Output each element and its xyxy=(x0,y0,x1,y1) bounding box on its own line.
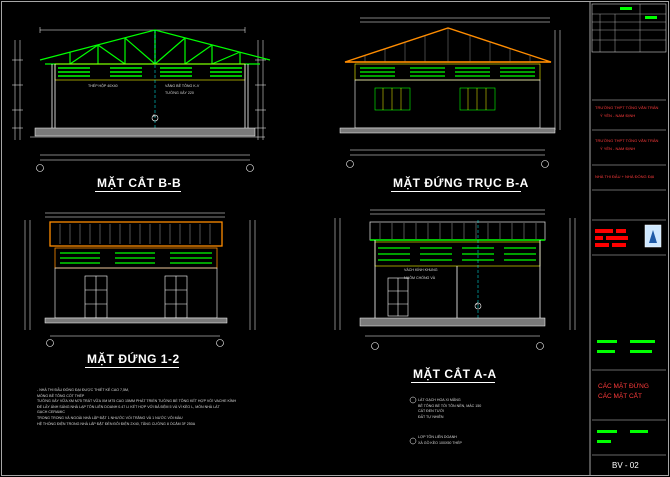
drawing-name-2: CÁC MẶT CẮT xyxy=(598,393,642,400)
general-notes: - NHÀ THI ĐẤU ĐÓNG ĐẠI ĐƯỢC THIẾT KẾ CAO… xyxy=(37,388,236,427)
legend-item: LỢP TÔN LIÊN DOANH xyxy=(418,435,457,440)
legend-item: LÀT GẠCH HOA XI MĂNG xyxy=(418,398,461,402)
legend-item: BÊ TÔNG BỂ TỚI TÔN NỀN, MÁC 150 xyxy=(418,403,482,408)
title-block xyxy=(591,3,667,456)
legend: LÀT GẠCH HOA XI MĂNG BÊ TÔNG BỂ TỚI TÔN … xyxy=(418,398,481,447)
note-line: GẠCH CERAMIC xyxy=(37,410,65,415)
legend-item: ĐẤT TỰ NHIÊN xyxy=(418,414,444,419)
elevation-ba-title: MẶT ĐỨNG TRỤC B-A xyxy=(393,176,529,190)
note-line: HỆ THỐNG ĐIỆN TRONG NHÀ LẮP ĐẶT ĐÈN ĐÔI … xyxy=(37,421,196,426)
wall-aa-label: NHÔM CHỐNG VÀ xyxy=(404,276,436,280)
elevation-12-underline xyxy=(85,367,179,368)
note-line: ĐỂ LẤY ÁNH SÁNG NHÀ LẠP TÔN LIÊN DOANH 0… xyxy=(37,404,220,409)
note-line: TƯỜNG XÂY VỮA XM M75 TRÁT VỮA XM M75 CAO… xyxy=(37,399,237,404)
section-aa-drawing xyxy=(334,209,576,350)
note-line: TRONG TRONG VÀ NGOÀI NHÀ LẶP ĐẶT 1 NHƯỚC… xyxy=(37,415,183,420)
section-bb-drawing xyxy=(12,27,271,172)
elevation-ba-underline xyxy=(391,191,521,192)
section-aa-title: MẶT CẮT A-A xyxy=(413,367,497,381)
axis-b-marker: B xyxy=(153,113,156,118)
note-line: - NHÀ THI ĐẤU ĐÓNG ĐẠI ĐƯỢC THIẾT KẾ CAO… xyxy=(37,388,130,392)
section-bb-underline xyxy=(95,191,181,192)
section-aa-underline xyxy=(411,382,495,383)
legend-item: CÁT ĐEN TƯỚI xyxy=(418,409,444,414)
building-name: NHÀ THI ĐẤU + NHÀ ĐÓNG ĐẠI xyxy=(595,174,655,179)
sheet-number: BV - 02 xyxy=(612,461,639,470)
truss-bb-label: THÉP HỘP 40X40 xyxy=(88,84,118,88)
axis-a-marker: A xyxy=(476,301,479,306)
legend-symbols xyxy=(409,396,417,445)
section-bb-title: MẶT CẮT B-B xyxy=(97,176,182,190)
project-place-2: Ý YÊN - NAM ĐỊNH xyxy=(600,146,636,151)
elevation-12-drawing xyxy=(24,212,256,347)
project-name-2: TRƯỜNG THPT TỐNG VĂN TRÂN xyxy=(595,138,659,143)
wall-bb-label: TƯỜNG XÂY 220 xyxy=(165,91,194,95)
project-place-1: Ý YÊN - NAM ĐỊNH xyxy=(600,113,636,118)
red-stamp-blocks xyxy=(595,229,628,247)
legend-item: XÀ GỒ KÈO 100X50 THÉP xyxy=(418,440,462,445)
drawing-name-1: CÁC MẶT ĐỨNG xyxy=(598,383,649,390)
elevation-ba-drawing xyxy=(339,17,561,168)
elevation-12-title: MẶT ĐỨNG 1-2 xyxy=(87,352,180,366)
note-line: MÓNG BÊ TÔNG CỐT THÉP xyxy=(37,393,85,398)
truss-aa-label: VÁCH KÍNH KHUNG xyxy=(404,268,438,272)
concrete-bb-label: VẮNG BÊ TÔNG K-V xyxy=(165,84,200,88)
project-name-1: TRƯỜNG THPT TỐNG VĂN TRÂN xyxy=(595,105,659,110)
